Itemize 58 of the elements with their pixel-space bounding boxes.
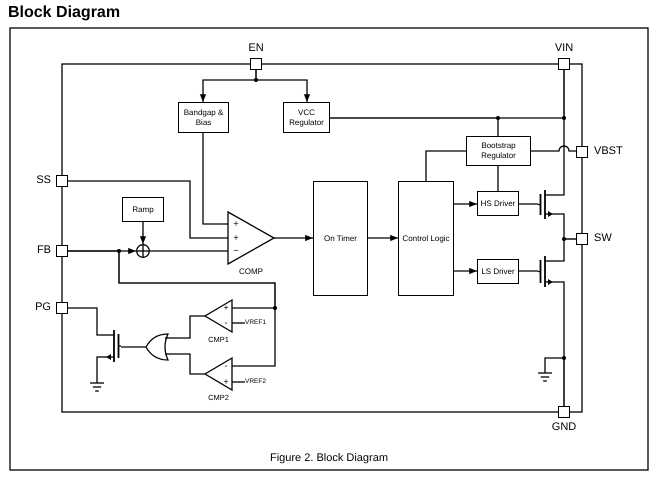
- input-polarity-sign: +: [223, 378, 229, 386]
- wire: [68, 180, 228, 239]
- wire: [519, 270, 538, 272]
- input-polarity-sign: +: [223, 304, 229, 312]
- function-block: Ramp: [122, 197, 164, 222]
- pin-label: EN: [247, 42, 265, 55]
- arrow: [454, 200, 477, 208]
- function-block: Control Logic: [398, 181, 454, 296]
- wire: [150, 250, 228, 252]
- wire: [121, 346, 145, 348]
- mosfet-symbol: [100, 330, 121, 362]
- pin-label: PG: [34, 301, 51, 314]
- wire: [558, 70, 565, 196]
- function-block: LS Driver: [477, 259, 519, 284]
- input-polarity-sign: −: [233, 246, 239, 256]
- pin-label: FB: [36, 244, 51, 257]
- function-block: VCC Regulator: [283, 102, 330, 133]
- function-block: Bootstrap Regulator: [466, 136, 531, 166]
- function-block: On Timer: [313, 181, 368, 296]
- wire: [68, 250, 276, 367]
- wire: [96, 356, 100, 378]
- arrow: [454, 268, 477, 274]
- input-polarity-sign: +: [233, 234, 239, 242]
- pin-label: VBST: [594, 145, 623, 158]
- pin-label: VIN: [554, 42, 574, 55]
- wire: [68, 307, 100, 336]
- wire: [558, 238, 576, 262]
- wire: [425, 150, 466, 181]
- pin-label: GND: [550, 421, 578, 434]
- input-polarity-sign: -: [224, 362, 228, 370]
- function-block: HS Driver: [477, 191, 519, 216]
- diagram-title: Block Diagram: [8, 4, 120, 22]
- pin-label: SS: [35, 174, 51, 187]
- mosfet-symbol: [538, 190, 558, 219]
- input-polarity-sign: -: [224, 318, 228, 328]
- input-polarity-sign: +: [233, 220, 239, 228]
- pin-label: SW: [594, 232, 612, 245]
- wire: [172, 353, 205, 375]
- wire: [232, 381, 245, 383]
- wire: [232, 322, 245, 324]
- wire: [531, 145, 576, 152]
- wire: [202, 133, 228, 225]
- wire: [544, 357, 565, 406]
- mosfet-symbol: [538, 256, 558, 287]
- arrow: [140, 222, 146, 244]
- wire: [519, 203, 538, 205]
- arrow: [255, 70, 310, 102]
- comparator-label: COMP: [239, 267, 263, 276]
- summing-junction-symbol: [136, 244, 150, 258]
- or-gate-symbol: [145, 333, 172, 361]
- arrow: [368, 234, 398, 242]
- arrow: [274, 234, 313, 242]
- function-block: Bandgap & Bias: [178, 102, 229, 133]
- ground-symbol: [90, 378, 104, 392]
- wire: [497, 166, 499, 191]
- wire: [172, 315, 205, 339]
- ground-symbol: [538, 366, 552, 382]
- figure-caption: Figure 2. Block Diagram: [270, 452, 388, 465]
